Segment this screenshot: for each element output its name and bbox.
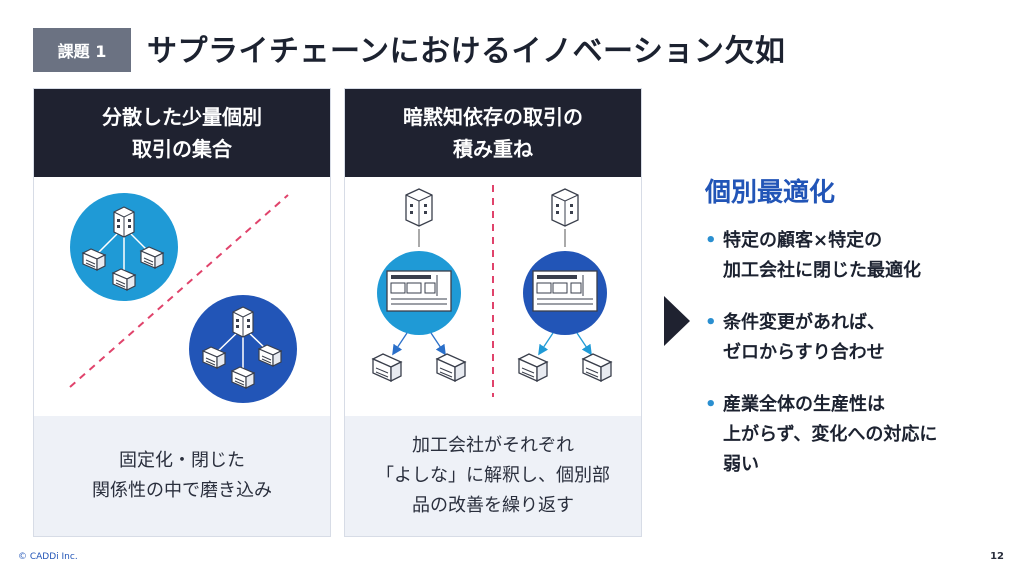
drawing-icon xyxy=(532,270,598,312)
bullet-line: 上がらず、変化への対応に xyxy=(723,424,938,445)
column-footer-line: 固定化・閉じた xyxy=(119,450,245,471)
column-footer-line: 関係性の中で磨き込み xyxy=(92,480,272,501)
play-triangle-icon xyxy=(664,296,690,346)
page-number: 12 xyxy=(990,551,1004,562)
column-header-line: 取引の集合 xyxy=(132,137,232,161)
transaction-flow-right xyxy=(518,188,612,382)
column-header-line: 積み重ね xyxy=(453,137,533,161)
drawing-icon xyxy=(386,270,452,312)
column-footer-line: 「よしな」に解釈し、個別部 xyxy=(376,465,610,486)
column-header: 分散した少量個別 取引の集合 xyxy=(34,89,330,177)
bullet-line: ゼロからすり合わせ xyxy=(723,342,885,363)
network-cluster-light xyxy=(70,193,178,301)
bullet-dot-icon: • xyxy=(705,230,717,251)
bullet-item: • 特定の顧客×特定の 加工会社に閉じた最適化 xyxy=(705,226,1015,286)
network-cluster-dark xyxy=(189,295,297,403)
column-header: 暗黙知依存の取引の 積み重ね xyxy=(345,89,641,177)
bullet-item: • 産業全体の生産性は 上がらず、変化への対応に 弱い xyxy=(705,390,1015,480)
factory-icon xyxy=(582,353,612,382)
building-icon xyxy=(113,206,135,238)
conclusion-title: 個別最適化 xyxy=(705,178,836,208)
bullet-line: 特定の顧客×特定の xyxy=(723,230,883,251)
bullet-dot-icon: • xyxy=(705,312,717,333)
bullet-line: 産業全体の生産性は xyxy=(723,394,885,415)
building-icon xyxy=(232,306,254,338)
column-illustration xyxy=(34,177,330,417)
bullet-line: 加工会社に閉じた最適化 xyxy=(723,260,921,281)
column-footer-line: 品の改善を繰り返す xyxy=(412,495,574,516)
column-scattered-transactions: 分散した少量個別 取引の集合 xyxy=(33,88,331,537)
bullet-line: 条件変更があれば、 xyxy=(723,312,885,333)
column-footer-line: 加工会社がそれぞれ xyxy=(412,435,574,456)
copyright: © CADDi Inc. xyxy=(18,552,78,562)
divider-dashed-line xyxy=(69,194,289,388)
column-footer: 加工会社がそれぞれ 「よしな」に解釈し、個別部 品の改善を繰り返す xyxy=(345,416,641,536)
issue-tag: 課題 1 xyxy=(33,28,131,72)
column-footer: 固定化・閉じた 関係性の中で磨き込み xyxy=(34,416,330,536)
column-header-line: 分散した少量個別 xyxy=(102,105,262,129)
transaction-flow-left xyxy=(372,188,466,382)
factory-icon xyxy=(518,353,548,382)
column-header-line: 暗黙知依存の取引の xyxy=(403,105,583,129)
building-icon xyxy=(405,188,433,227)
conclusion-bullets: • 特定の顧客×特定の 加工会社に閉じた最適化 • 条件変更があれば、 ゼロから… xyxy=(705,226,1015,502)
page-title: サプライチェーンにおけるイノベーション欠如 xyxy=(147,34,786,69)
column-illustration xyxy=(345,177,641,417)
bullet-dot-icon: • xyxy=(705,394,717,415)
factory-icon xyxy=(372,353,402,382)
bullet-line: 弱い xyxy=(723,454,759,475)
column-tacit-knowledge: 暗黙知依存の取引の 積み重ね xyxy=(344,88,642,537)
building-icon xyxy=(551,188,579,227)
bullet-item: • 条件変更があれば、 ゼロからすり合わせ xyxy=(705,308,1015,368)
factory-icon xyxy=(436,353,466,382)
